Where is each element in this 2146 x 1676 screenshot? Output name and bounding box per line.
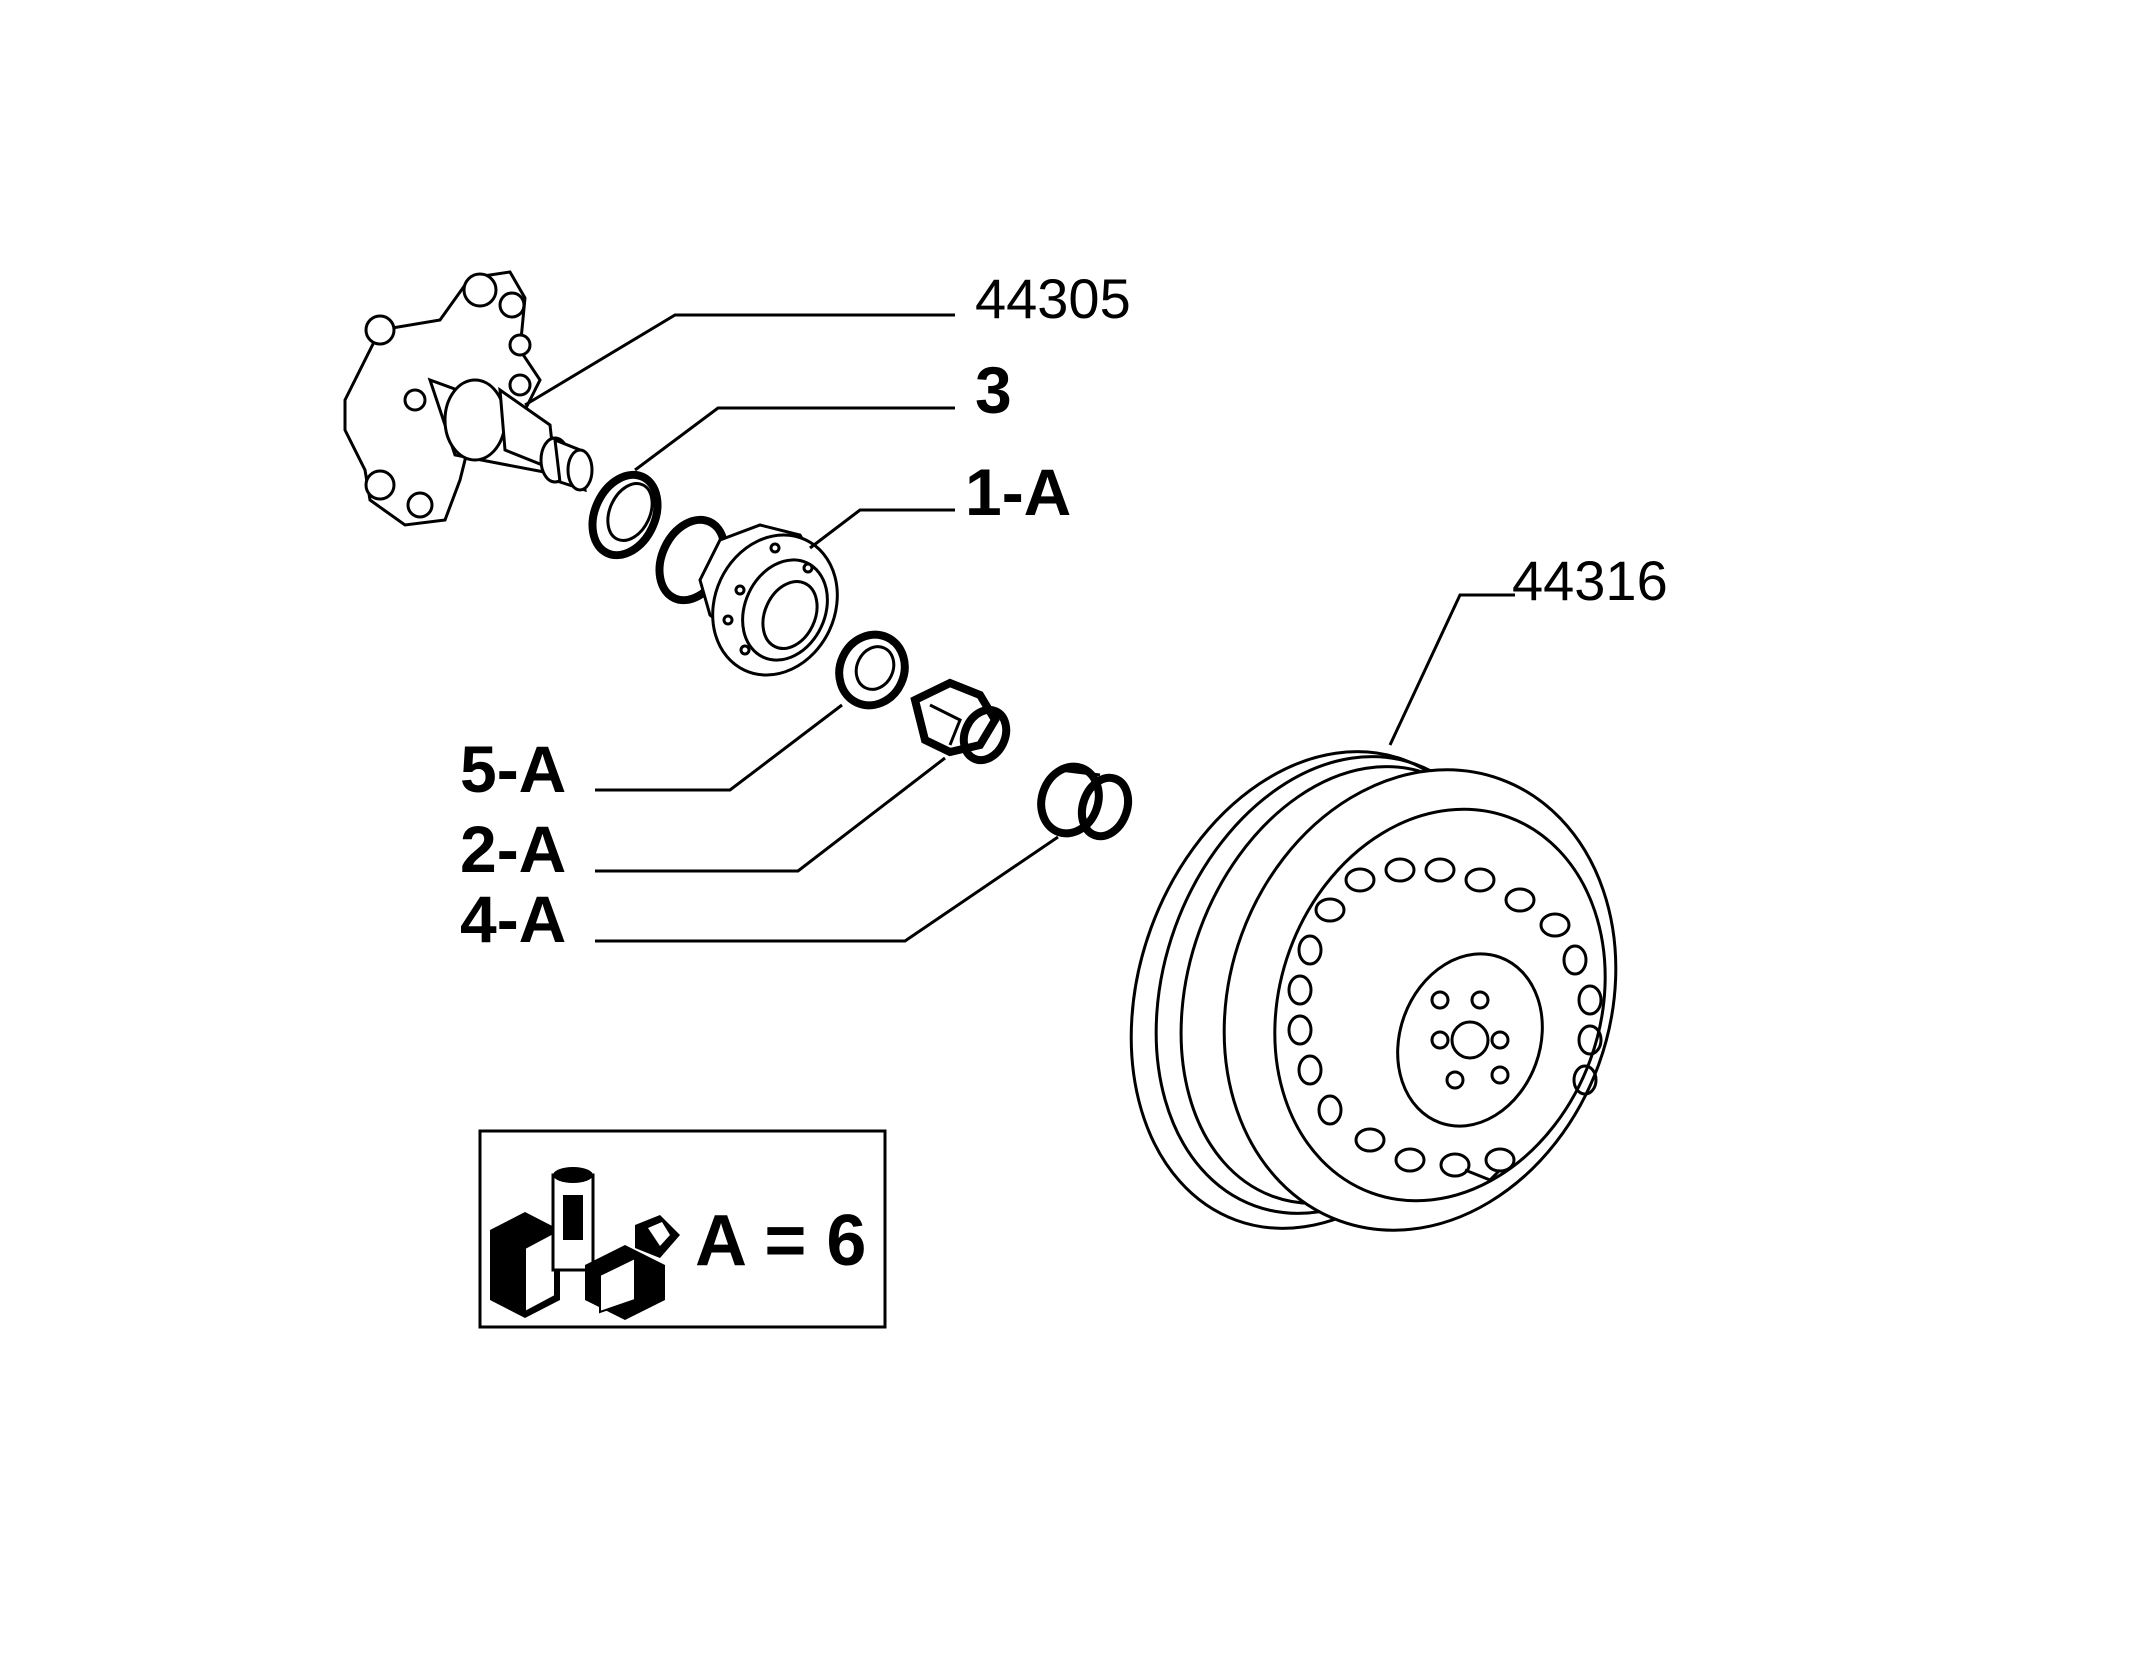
bearing-ring xyxy=(835,630,909,710)
leader-lines xyxy=(524,313,1515,943)
wheel-vent-holes xyxy=(1287,857,1603,1178)
hub-carrier xyxy=(343,270,594,527)
parts-kit-icon xyxy=(490,1167,680,1320)
steel-wheel xyxy=(1129,750,1618,1232)
legend-text: A = 6 xyxy=(695,1201,866,1281)
dust-cap xyxy=(1037,762,1133,841)
label-nut: 2-A xyxy=(460,812,566,886)
label-cap: 4-A xyxy=(460,882,566,956)
label-hub-carrier: 44305 xyxy=(975,267,1131,330)
label-bearing: 5-A xyxy=(460,732,566,806)
wheel-hub xyxy=(655,515,839,677)
label-hub: 1-A xyxy=(965,455,1071,529)
seal-ring xyxy=(588,470,662,560)
label-seal: 3 xyxy=(975,353,1012,427)
kit-legend-box: A = 6 xyxy=(478,1129,887,1329)
hub-nut xyxy=(910,678,1011,765)
label-wheel: 44316 xyxy=(1512,549,1668,612)
